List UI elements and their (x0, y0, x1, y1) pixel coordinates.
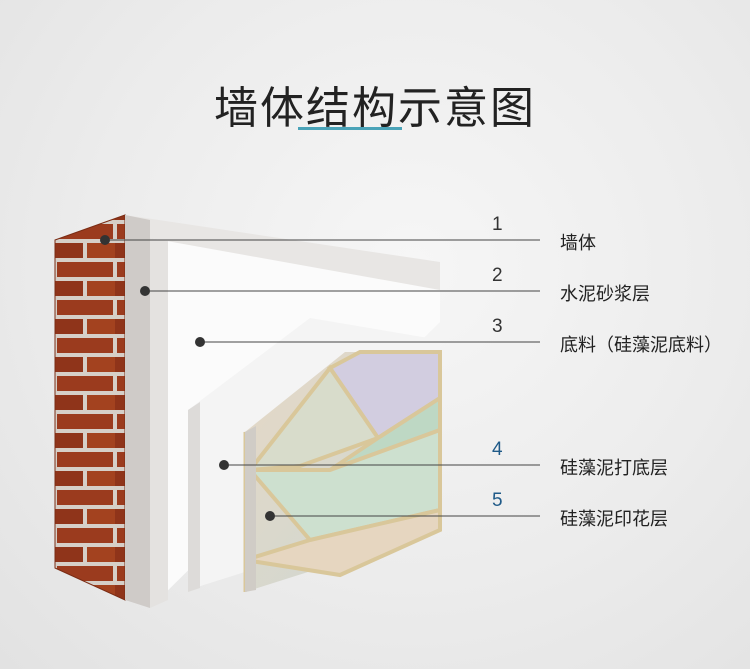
layer-label-2: 水泥砂浆层 (560, 284, 650, 305)
leader-line-2 (140, 286, 540, 296)
layer-label-3: 底料（硅藻泥底料） (560, 335, 722, 356)
layer-label-5: 硅藻泥印花层 (560, 509, 668, 530)
leader-line-4 (219, 460, 540, 470)
layer-number-5: 5 (492, 490, 503, 511)
layer-label-1: 墙体 (560, 233, 596, 254)
leader-line-5 (265, 511, 540, 521)
layer-number-2: 2 (492, 265, 503, 286)
leader-line-3 (195, 337, 540, 347)
layer-label-4: 硅藻泥打底层 (560, 458, 668, 479)
diatom-pattern-layer (243, 350, 442, 592)
layer-number-3: 3 (492, 316, 503, 337)
leader-line-1 (100, 235, 540, 245)
title-underline (298, 127, 402, 130)
page-title: 墙体结构示意图 (214, 83, 536, 134)
layer-number-1: 1 (492, 214, 503, 235)
layer-number-4: 4 (492, 439, 503, 460)
brick-wall-layer (54, 214, 126, 601)
